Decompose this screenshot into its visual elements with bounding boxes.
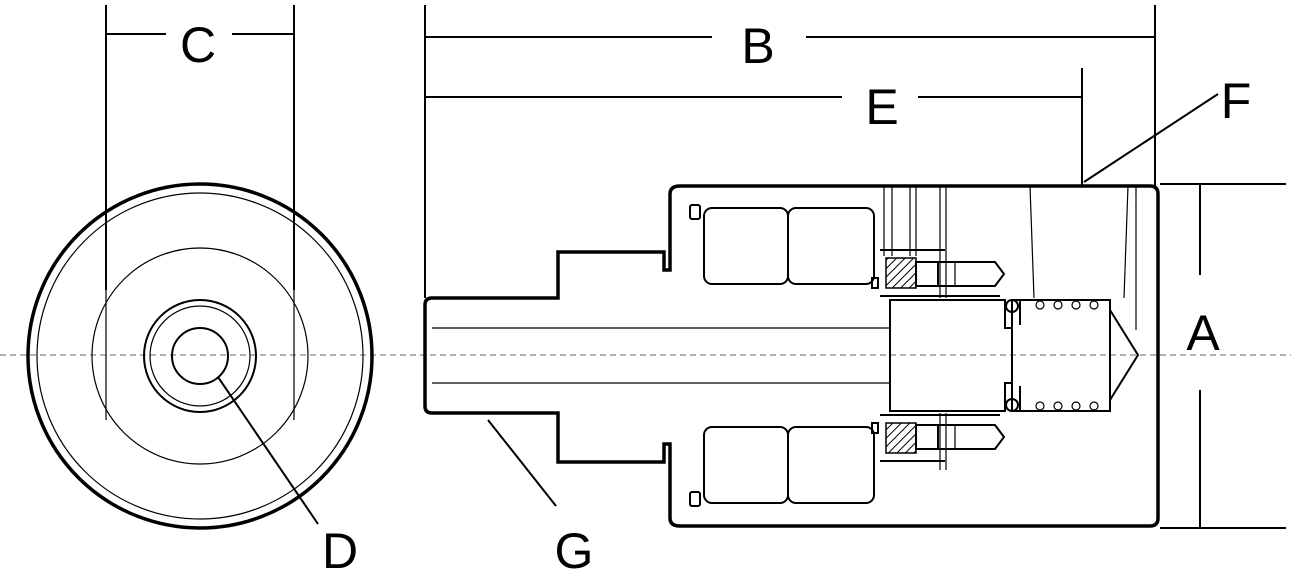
dimension-a — [1160, 183, 1286, 529]
leader-g — [487, 419, 557, 507]
label-e: E — [865, 79, 898, 135]
dimension-c — [105, 5, 295, 290]
upper-seal-pack — [689, 204, 1006, 297]
label-c: C — [180, 17, 216, 73]
label-a: A — [1186, 305, 1220, 361]
bore-hole — [171, 327, 229, 385]
label-g: G — [555, 523, 594, 574]
bore-mid — [149, 305, 251, 407]
hex-circle — [91, 247, 309, 465]
outer-rim — [26, 182, 374, 530]
lower-seal-pack — [689, 414, 1006, 507]
end-view — [26, 182, 374, 530]
label-b: B — [741, 18, 774, 74]
dimension-e — [425, 68, 1083, 186]
leader-d — [217, 376, 319, 525]
dimension-b — [424, 5, 1156, 298]
label-d: D — [322, 523, 358, 574]
coupler-body-outline — [423, 184, 1160, 528]
bore-outer — [143, 299, 257, 413]
spring-assembly — [1005, 299, 1140, 412]
inner-rim — [36, 192, 364, 520]
interior-lines — [883, 185, 1137, 470]
leader-f — [1083, 93, 1219, 183]
label-f: F — [1221, 73, 1252, 129]
